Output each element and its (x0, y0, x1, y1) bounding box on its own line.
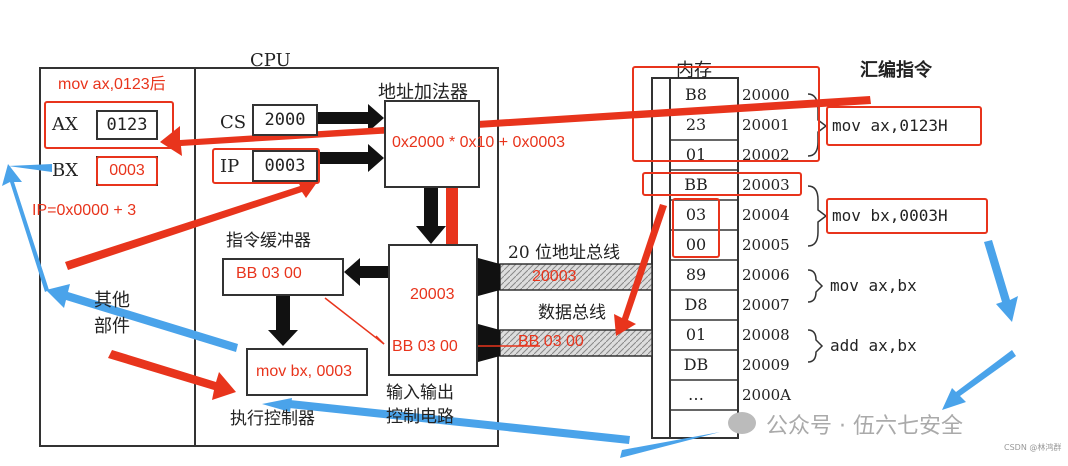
memory-cell: 01 (685, 325, 707, 344)
cpu-label: CPU (250, 50, 291, 71)
data-bus-value: BB 03 00 (518, 333, 584, 350)
after-note: mov ax,0123后 (58, 76, 166, 93)
watermark: 公众号 · 伍六七安全 (766, 414, 963, 439)
blue-annotation-arrows (2, 164, 1018, 458)
memory-label: 内存 (676, 60, 712, 81)
cs-register-name: CS (220, 112, 247, 133)
address-bus-label: 20 位地址总线 (508, 243, 621, 263)
memory-cell: 01 (685, 145, 707, 164)
adder-formula: 0x2000 * 0x10 + 0x0003 (392, 134, 566, 151)
instruction-item: add ax,bx (830, 336, 917, 355)
ax-highlight (44, 101, 174, 149)
memory-address: 20006 (742, 266, 790, 284)
bx-highlight (96, 156, 158, 186)
memory-cell: D8 (684, 295, 708, 314)
instruction-highlight-2 (826, 198, 988, 234)
ip-highlight (212, 148, 320, 184)
memory-address: 20002 (742, 146, 790, 164)
memory-column (651, 77, 739, 439)
instruction-item: mov bx,0003H (832, 206, 948, 225)
other-parts-line2: 部件 (94, 316, 130, 337)
memory-address: 20007 (742, 296, 790, 314)
memory-cell: DB (683, 355, 709, 374)
io-label-line1: 输入输出 (386, 383, 454, 403)
ip-register-box: 0003 (252, 150, 318, 182)
memory-highlight-03-00 (672, 198, 720, 258)
memory-cell: 00 (685, 235, 707, 254)
exec-box: mov bx, 0003 (246, 348, 368, 396)
memory-highlight-mov-ax (632, 66, 820, 162)
memory-cell: BB (684, 175, 708, 194)
memory-address: 20008 (742, 326, 790, 344)
memory-cell: B8 (685, 85, 707, 104)
io-label-line2: 控制电路 (386, 407, 454, 427)
cs-register-value: 2000 (264, 110, 306, 130)
memory-address: 20001 (742, 116, 790, 134)
data-bus-label: 数据总线 (538, 303, 606, 323)
memory-address: 20005 (742, 236, 790, 254)
memory-address: 20009 (742, 356, 790, 374)
memory-grid (670, 109, 738, 411)
exec-label: 执行控制器 (230, 409, 315, 429)
memory-highlight-bb (642, 172, 802, 196)
instr-buffer-label: 指令缓冲器 (226, 231, 311, 251)
memory-cell: … (688, 385, 704, 404)
bx-register-value: 0003 (109, 162, 145, 179)
thin-red-lines (324, 297, 540, 347)
address-bus-connector (478, 258, 500, 296)
memory-address: 20003 (742, 176, 790, 194)
instruction-item: mov ax,bx (830, 276, 917, 295)
memory-cell: 89 (685, 265, 707, 284)
adder-label: 地址加法器 (378, 82, 468, 103)
ip-register-name: IP (220, 156, 240, 177)
credit: CSDN @林鸿群 (1004, 443, 1062, 452)
memory-address: 2000A (742, 386, 792, 404)
io-data: BB 03 00 (392, 338, 458, 355)
ip-note: IP=0x0000 + 3 (32, 202, 137, 219)
ax-register-name: AX (52, 114, 78, 135)
memory-cell: 03 (685, 205, 707, 224)
bx-register-name: BX (52, 160, 79, 181)
other-parts-line1: 其他 (94, 290, 130, 311)
memory-address: 20000 (742, 86, 790, 104)
instruction-highlight-1 (826, 106, 982, 146)
adder-box (384, 100, 480, 188)
cs-register-box: 2000 (252, 104, 318, 136)
ip-register-value: 0003 (264, 156, 306, 176)
cpu-outer-frame (39, 67, 499, 447)
data-bus-connector (478, 324, 500, 362)
memory-cell: 23 (685, 115, 707, 134)
ax-register-value: 0123 (106, 115, 148, 135)
exec-content: mov bx, 0003 (256, 363, 353, 380)
io-address: 20003 (410, 286, 455, 303)
memory-address: 20004 (742, 206, 790, 224)
instruction-item: mov ax,0123H (832, 116, 948, 135)
wechat-icon (728, 412, 756, 434)
internal-arrows (268, 104, 446, 346)
instr-buffer-content: BB 03 00 (236, 265, 302, 282)
io-box (388, 244, 478, 376)
instr-buffer-box: BB 03 00 (222, 258, 344, 296)
ax-register-box: 0123 (96, 110, 158, 140)
address-bus-value: 20003 (532, 268, 577, 285)
instructions-label: 汇编指令 (860, 60, 932, 81)
